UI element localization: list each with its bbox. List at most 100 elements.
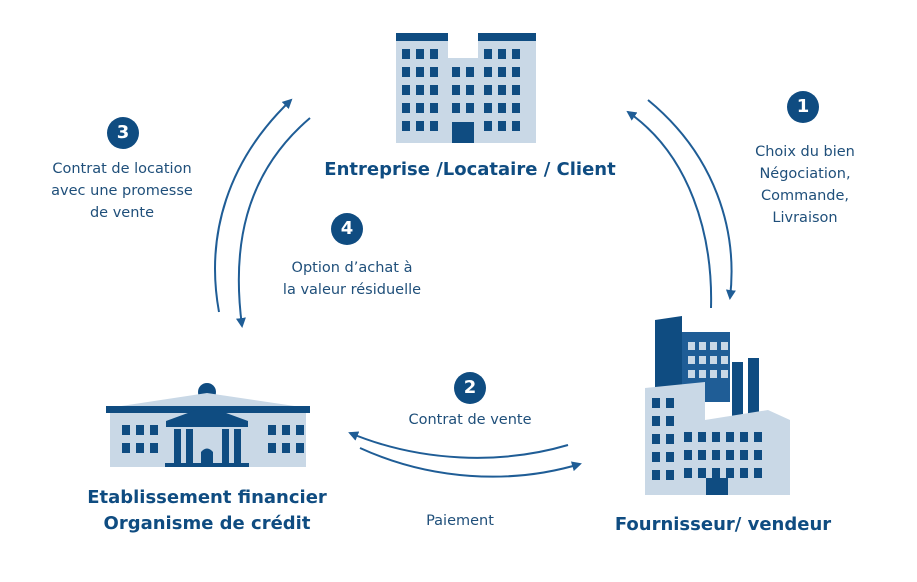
window: [282, 443, 290, 453]
window: [402, 49, 410, 59]
window: [512, 103, 520, 113]
window: [296, 425, 304, 435]
window: [282, 425, 290, 435]
window: [416, 121, 424, 131]
window: [710, 356, 717, 364]
window: [652, 470, 660, 480]
window: [136, 425, 144, 435]
window: [430, 85, 438, 95]
window: [726, 450, 734, 460]
arrow-client-to-bank: [236, 117, 311, 328]
window: [122, 425, 130, 435]
step-1-line: Négociation,: [759, 166, 851, 182]
bank-title-line2: Organisme de crédit: [103, 513, 311, 534]
window: [512, 121, 520, 131]
window: [416, 103, 424, 113]
window: [699, 342, 706, 350]
window: [710, 370, 717, 378]
bank-icon: [106, 383, 310, 467]
step-3-line: de vente: [89, 205, 155, 221]
window: [452, 67, 460, 77]
window: [498, 103, 506, 113]
window: [484, 103, 492, 113]
window: [754, 432, 762, 442]
step-1-line: Choix du bien: [755, 144, 855, 160]
window: [402, 121, 410, 131]
step-3-description: Contrat de location avec une promesse de…: [27, 158, 217, 224]
window: [712, 432, 720, 442]
supplier-title: Fournisseur/ vendeur: [614, 514, 832, 535]
window: [484, 49, 492, 59]
factory-icon: [645, 316, 790, 495]
window: [666, 398, 674, 408]
step-1-description: Choix du bien Négociation, Commande, Liv…: [720, 141, 890, 229]
office-building-icon: [396, 33, 536, 143]
column: [222, 429, 229, 463]
bank-title: Etablissement financier Organisme de cré…: [62, 485, 352, 537]
step-2-description: Contrat de vente: [385, 409, 555, 431]
window: [512, 67, 520, 77]
window: [721, 370, 728, 378]
window: [498, 85, 506, 95]
window: [268, 443, 276, 453]
window: [136, 443, 144, 453]
window: [484, 121, 492, 131]
window: [512, 49, 520, 59]
window: [498, 121, 506, 131]
window: [666, 416, 674, 426]
flow-arrows: [214, 98, 736, 478]
window: [666, 434, 674, 444]
window: [296, 443, 304, 453]
payment-label: Paiement: [426, 513, 494, 529]
step-3-badge: 3: [107, 117, 139, 149]
window: [498, 49, 506, 59]
arrow-client-to-supplier: [647, 99, 736, 300]
window: [122, 443, 130, 453]
window: [484, 67, 492, 77]
column: [174, 429, 181, 463]
window: [754, 450, 762, 460]
window: [688, 342, 695, 350]
window: [416, 49, 424, 59]
window: [710, 342, 717, 350]
window: [466, 67, 474, 77]
window: [150, 443, 158, 453]
step-1-line: Commande,: [760, 188, 850, 204]
window: [688, 356, 695, 364]
window: [466, 103, 474, 113]
arrow-bank-to-client: [214, 98, 293, 313]
window: [402, 103, 410, 113]
window: [666, 470, 674, 480]
window: [452, 85, 460, 95]
window: [666, 452, 674, 462]
window: [416, 85, 424, 95]
window: [740, 468, 748, 478]
window: [150, 425, 158, 435]
window: [699, 370, 706, 378]
window: [268, 425, 276, 435]
arrow-supplier-to-bank: [348, 431, 569, 459]
window: [402, 67, 410, 77]
window: [721, 342, 728, 350]
column: [234, 429, 241, 463]
window: [652, 452, 660, 462]
window: [498, 67, 506, 77]
bank-title-line1: Etablissement financier: [87, 487, 327, 508]
window: [712, 450, 720, 460]
step-2-badge: 2: [454, 372, 486, 404]
step-1-line: Livraison: [772, 210, 838, 226]
window: [512, 85, 520, 95]
window: [452, 103, 460, 113]
arrow-supplier-to-client: [626, 110, 713, 309]
window: [402, 85, 410, 95]
client-title: Entreprise /Locataire / Client: [324, 159, 616, 180]
window: [684, 468, 692, 478]
step-3-line: avec une promesse: [51, 183, 193, 199]
window: [684, 450, 692, 460]
window: [430, 103, 438, 113]
window: [698, 450, 706, 460]
window: [698, 468, 706, 478]
window: [430, 49, 438, 59]
window: [430, 67, 438, 77]
